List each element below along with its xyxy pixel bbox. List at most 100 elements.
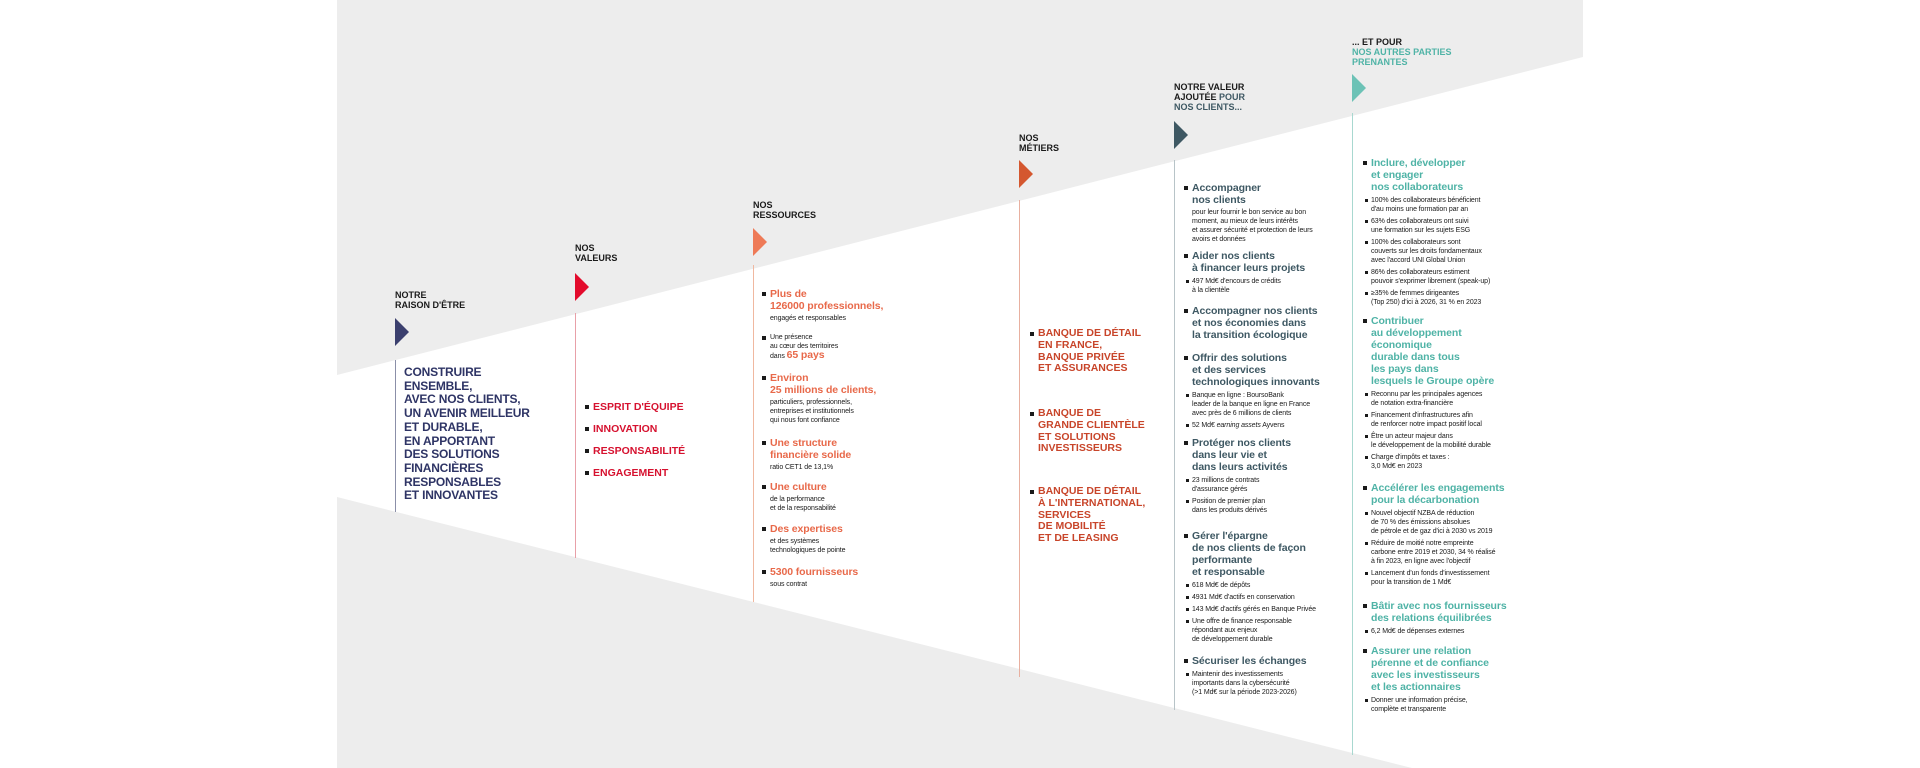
bullet-icon (1030, 332, 1034, 336)
item-title: Environ 25 millions de clients, (770, 372, 877, 396)
item-title: Accélérer les engagements pour la décarb… (1371, 482, 1505, 506)
item-bullet: 618 Md€ de dépôts (1186, 581, 1316, 590)
bullet-icon (1184, 186, 1188, 190)
parties-prenantes-item: Assurer une relation pérenne et de confi… (1363, 645, 1489, 714)
bullet-icon (1363, 486, 1367, 490)
ressources-divider (753, 265, 754, 602)
item-title: Assurer une relation pérenne et de confi… (1371, 645, 1489, 693)
bullet-icon (762, 527, 766, 531)
item-bullet: 63% des collaborateurs ont suivi une for… (1364, 217, 1490, 235)
item-bullet: Donner une information précise, complète… (1365, 696, 1489, 714)
item-bullet: Réduire de moitié notre empreinte carbon… (1365, 539, 1505, 566)
item-bullet: Banque en ligne : BoursoBank leader de l… (1186, 391, 1320, 418)
valeur-item: ESPRIT D'ÉQUIPE (585, 401, 684, 413)
bullet-icon (585, 405, 589, 409)
bullet-icon (762, 485, 766, 489)
item-bullet: 4931 Md€ d'actifs en conservation (1186, 593, 1316, 602)
item-body: engagés et responsables (770, 315, 846, 322)
valeur-item: INNOVATION (585, 423, 657, 435)
item-body: et des systèmes technologiques de pointe (770, 538, 846, 554)
valeur-ajoutee-header: NOTRE VALEUR AJOUTÉE POUR NOS CLIENTS... (1174, 82, 1245, 112)
item-highlight: 65 pays (786, 349, 825, 361)
metier-item: BANQUE DE DÉTAIL EN FRANCE, BANQUE PRIVÉ… (1030, 327, 1141, 375)
header-accent-text: NOS AUTRES PARTIES PRENANTES (1352, 47, 1452, 67)
valeur-ajoutee-divider (1174, 160, 1175, 710)
ressources-item: 5300 fournisseurs sous contrat (762, 566, 859, 589)
parties-prenantes-item: Contribuer au développement économique d… (1363, 315, 1495, 471)
header-accent-text: POUR NOS CLIENTS... (1174, 92, 1246, 112)
top-gray-band (337, 0, 1583, 375)
bullet-icon (1363, 319, 1367, 323)
bullet-icon (1184, 441, 1188, 445)
item-bullet: Une offre de finance responsable réponda… (1186, 617, 1316, 644)
item-title: Protéger nos clients dans leur vie et da… (1192, 437, 1291, 473)
ressources-item: Environ 25 millions de clients,particuli… (762, 372, 877, 425)
metiers-arrow-icon (1019, 160, 1033, 188)
item-bullet: ≥35% de femmes dirigeantes (Top 250) d'i… (1364, 289, 1490, 307)
valeur-ajoutee-item: Accompagner nos clients et nos économies… (1184, 305, 1318, 341)
bullet-icon (762, 336, 766, 340)
item-body: sous contrat (770, 581, 807, 588)
metier-item: BANQUE DE DÉTAIL À L'INTERNATIONAL, SERV… (1030, 485, 1145, 545)
item-bullet: 23 millions de contrats d'assurance géré… (1186, 476, 1291, 494)
item-bullet: Nouvel objectif NZBA de réduction de 70 … (1365, 509, 1505, 536)
parties-prenantes-item: Bâtir avec nos fournisseurs des relation… (1363, 600, 1507, 636)
item-bullet: 143 Md€ d'actifs gérés en Banque Privée (1186, 606, 1316, 613)
item-title: Aider nos clients à financer leurs proje… (1192, 250, 1306, 274)
raison-arrow-icon (395, 318, 409, 346)
item-title: Offrir des solutions et des services tec… (1192, 352, 1320, 388)
item-body: de la performance et de la responsabilit… (770, 496, 836, 512)
item-title: 5300 fournisseurs (770, 566, 859, 578)
item-title: Plus de 126000 professionnels, (770, 288, 884, 312)
parties-prenantes-divider (1352, 113, 1353, 755)
item-bullet: Financement d'infrastructures afin de re… (1364, 411, 1494, 429)
item-title: Bâtir avec nos fournisseurs des relation… (1371, 600, 1507, 624)
valeur-ajoutee-item: Protéger nos clients dans leur vie et da… (1184, 437, 1291, 515)
header-dark-text: ... ET POUR (1352, 37, 1403, 47)
raison-header: NOTRE RAISON D'ÊTRE (395, 290, 466, 310)
item-bullet: Être un acteur majeur dans le développem… (1364, 432, 1494, 450)
header-dark-text: NOTRE VALEUR AJOUTÉE (1174, 82, 1245, 102)
bullet-icon (1184, 356, 1188, 360)
item-title: Une structure financière solide (770, 437, 852, 461)
item-bullet: 100% des collaborateurs sont couverts su… (1364, 238, 1490, 265)
item-title: Sécuriser les échanges (1192, 655, 1307, 667)
ressources-header: NOS RESSOURCES (753, 200, 817, 220)
bullet-icon (1184, 309, 1188, 313)
valeurs-header: NOS VALEURS (575, 243, 618, 263)
ressources-item: Des expertises et des systèmes technologi… (762, 523, 846, 555)
metiers-divider (1019, 200, 1020, 677)
bullet-icon (762, 292, 766, 296)
item-text: Une présence au cœur des territoires dan… (770, 333, 838, 361)
bullet-icon (1363, 649, 1367, 653)
ressources-item: Une présence au cœur des territoires dan… (762, 333, 838, 361)
item-title: Inclure, développer et engager nos colla… (1371, 157, 1466, 193)
bullet-icon (1363, 604, 1367, 608)
bullet-icon (762, 570, 766, 574)
bottom-gray-band (337, 497, 1412, 768)
parties-prenantes-item: Accélérer les engagements pour la décarb… (1363, 482, 1505, 587)
item-bullet: 6,2 Md€ de dépenses externes (1365, 627, 1507, 636)
item-title: Des expertises (770, 523, 843, 535)
ressources-item: Plus de 126000 professionnels, engagés et… (762, 288, 884, 323)
ressources-arrow-icon (753, 228, 767, 256)
item-bullet: Charge d'impôts et taxes : 3,0 Md€ en 20… (1364, 453, 1494, 471)
valeurs-arrow-icon (575, 273, 589, 301)
metiers-header: NOS MÉTIERS (1019, 133, 1060, 153)
bullet-icon (1184, 659, 1188, 663)
bullet-icon (1184, 254, 1188, 258)
item-bullet: Lancement d'un fonds d'investissement po… (1365, 569, 1505, 587)
metier-item: BANQUE DE GRANDE CLIENTÈLE ET SOLUTIONS … (1030, 407, 1145, 455)
raison-text: CONSTRUIRE ENSEMBLE, AVEC NOS CLIENTS, U… (404, 365, 530, 503)
valeur-item: ENGAGEMENT (585, 467, 668, 479)
valeur-ajoutee-arrow-icon (1174, 121, 1188, 149)
valeur-ajoutee-item: Offrir des solutions et des services tec… (1184, 352, 1320, 430)
valeurs-divider (575, 313, 576, 558)
item-bullet: 497 Md€ d'encours de crédits à la client… (1185, 277, 1305, 295)
parties-prenantes-arrow-icon (1352, 74, 1366, 102)
item-title: Contribuer au développement économique d… (1371, 315, 1495, 387)
item-body: ratio CET1 de 13,1% (770, 464, 834, 471)
ressources-item: Une structure financière solide ratio CET… (762, 437, 852, 472)
